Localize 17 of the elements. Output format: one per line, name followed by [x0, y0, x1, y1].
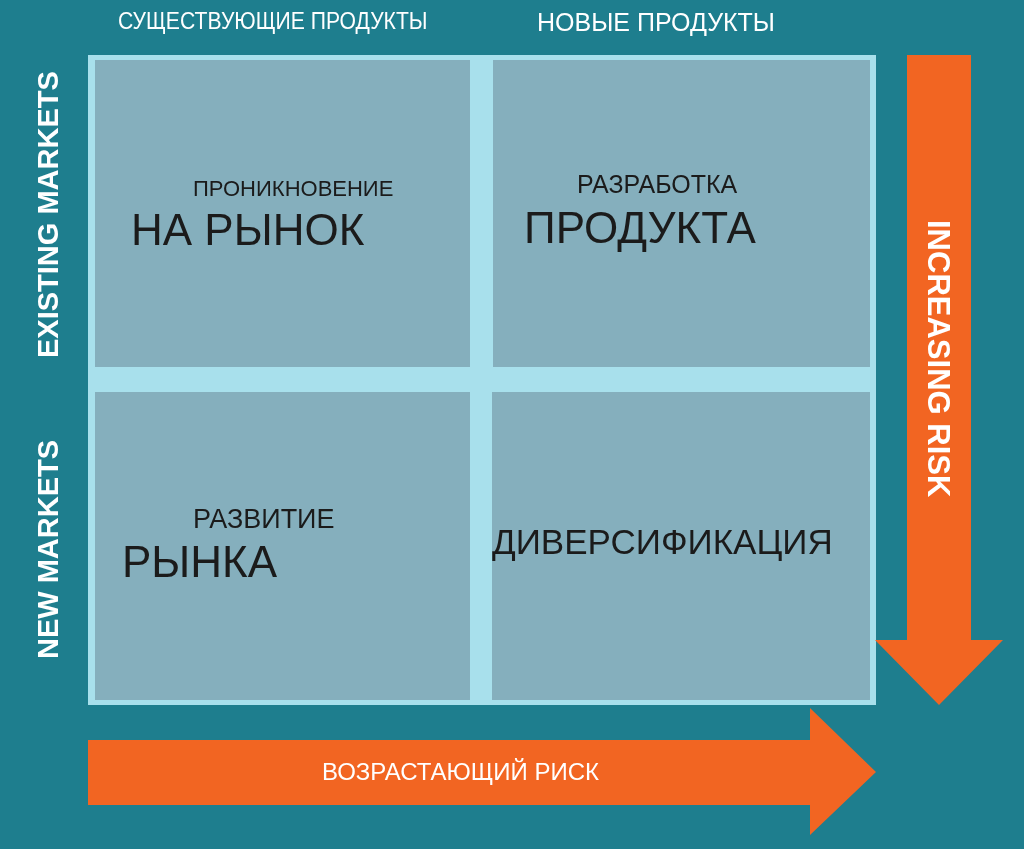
quadrant-box	[95, 392, 470, 700]
quadrant-box	[95, 60, 470, 367]
column-header: СУЩЕСТВУЮЩИЕ ПРОДУКТЫ	[118, 10, 428, 33]
row-header: EXISTING MARKETS	[34, 70, 63, 361]
strategy-title: НА РЫНОК	[131, 208, 365, 252]
quadrant-box	[493, 60, 870, 367]
column-header: НОВЫЕ ПРОДУКТЫ	[537, 10, 775, 35]
strategy-title: ПРОДУКТА	[524, 206, 756, 250]
strategy-title: РЫНКА	[122, 540, 278, 584]
row-header: NEW MARKETS	[34, 438, 63, 661]
strategy-title: ДИВЕРСИФИКАЦИЯ	[492, 524, 833, 559]
arrow-label: INCREASING RISK	[923, 220, 954, 498]
quadrant-box	[492, 392, 870, 700]
strategy-subtitle: ПРОНИКНОВЕНИЕ	[193, 178, 394, 200]
arrow-label: ВОЗРАСТАЮЩИЙ РИСК	[320, 760, 601, 784]
strategy-subtitle: РАЗРАБОТКА	[577, 172, 738, 197]
strategy-subtitle: РАЗВИТИЕ	[193, 506, 335, 533]
